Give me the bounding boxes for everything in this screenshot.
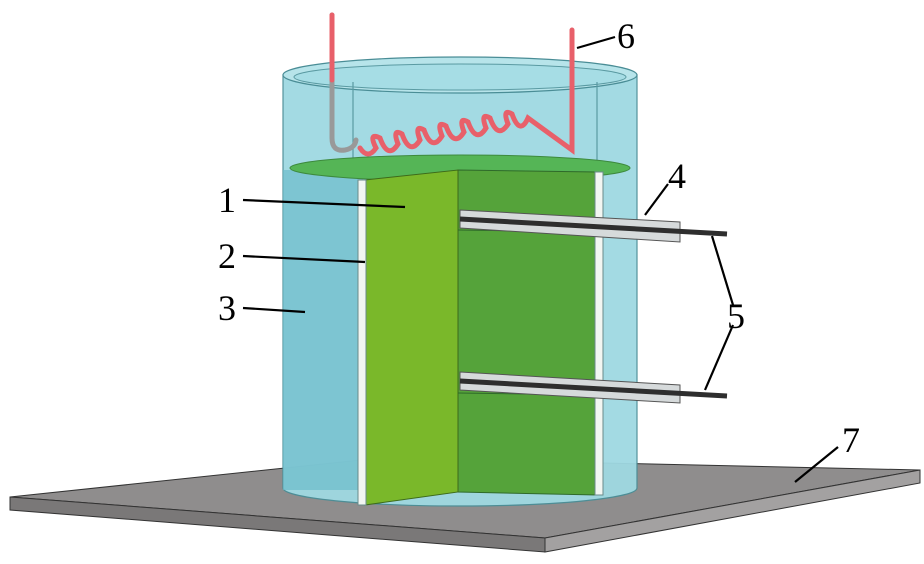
leader-5b [703,324,735,391]
leader-7 [794,446,839,483]
electrode-tube-lower [459,371,728,404]
heater-wire [329,12,575,157]
label-3: 3 [218,288,236,328]
leader-6 [576,35,616,50]
leader-3 [242,306,306,314]
label-1: 1 [218,180,236,220]
leader-4 [644,183,669,216]
leader-1 [242,198,406,209]
electrode-tube-upper [459,209,728,243]
cutaway-section [357,169,604,506]
label-5: 5 [727,296,745,336]
label-7: 7 [842,420,860,460]
leader-5a [710,235,735,306]
label-6: 6 [617,16,635,56]
label-2: 2 [218,236,236,276]
label-4: 4 [668,156,686,196]
leader-2 [242,254,366,264]
